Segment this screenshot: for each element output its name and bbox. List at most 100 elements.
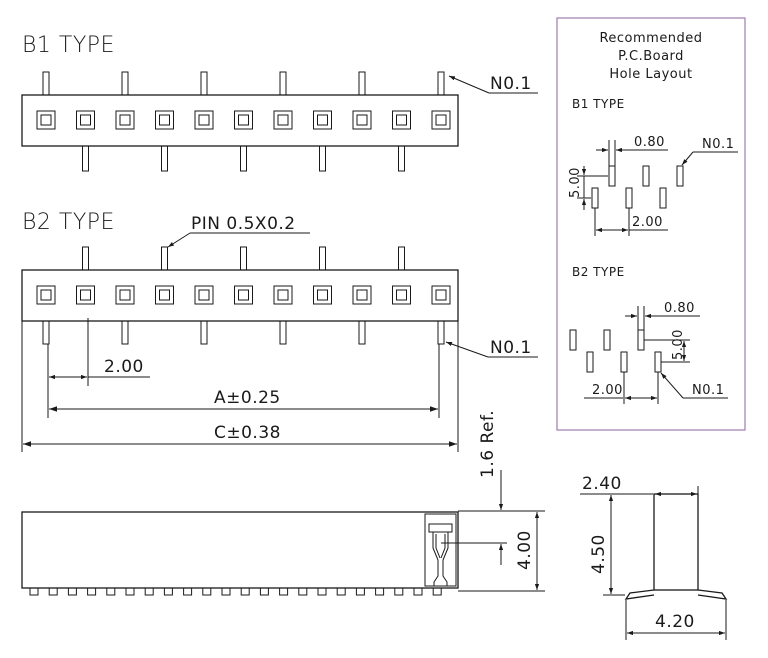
panel-b1-no1-label: N0.1: [702, 137, 734, 152]
panel-b2-2-00-label: 2.00: [592, 383, 623, 398]
b1-cell-outer: [155, 110, 174, 130]
dimension-4-50: 4.50: [589, 493, 653, 596]
side-view: [624, 493, 728, 600]
panel-b2-0-80-label: 0.80: [664, 301, 695, 316]
b1-top-pin: [358, 71, 366, 96]
front-foot: [432, 587, 442, 596]
dim-c-label: C±0.38: [214, 423, 281, 443]
panel-b1-type-label: B1 TYPE: [572, 97, 625, 111]
front-foot: [413, 587, 423, 596]
panel-b1-5-00-label: 5.00: [568, 167, 583, 198]
b2-pins-bottom: [42, 320, 445, 345]
front-foot: [240, 587, 250, 596]
b2-cell-outer: [36, 285, 56, 305]
b2-cell-outer: [392, 285, 411, 305]
b1-cell-outer: [194, 110, 214, 130]
front-foot: [221, 587, 231, 596]
panel-title-line1: Recommended: [599, 31, 702, 46]
dim-a-label: A±0.25: [214, 388, 281, 408]
panel-b2-5-00-label: 5.00: [671, 329, 686, 360]
b2-cell-inner: [80, 289, 91, 301]
front-foot: [202, 587, 212, 596]
b2-cell-inner: [40, 289, 52, 301]
front-foot: [298, 587, 308, 596]
b1-pins-top: [42, 71, 445, 96]
front-housing: [21, 511, 459, 589]
b1-bottom-pin: [161, 145, 168, 172]
b1-top-pin: [437, 71, 445, 96]
dimension-a: A±0.25: [49, 344, 440, 418]
hole-layout-panel: [556, 17, 746, 431]
panel-b1-2-00-label: 2.00: [632, 215, 663, 230]
panel-b1-0-80-label: 0.80: [634, 135, 665, 150]
b1-no1-label: N0.1: [490, 74, 532, 94]
b1-cell-inner: [317, 114, 328, 126]
b1-cell-outer: [115, 110, 135, 130]
b1-cell-outer: [431, 110, 451, 130]
b2-top-pin: [240, 246, 247, 271]
b1-bottom-pin: [398, 145, 405, 172]
panel-title-line2: P.C.Board: [618, 49, 684, 64]
b1-cell-inner: [277, 114, 289, 126]
b2-top-pin: [319, 246, 326, 271]
dimension-4-20: 4.20: [625, 600, 727, 640]
b1-type-label: B1 TYPE: [22, 33, 115, 58]
b2-top-pin: [82, 246, 89, 271]
b1-cell-inner: [80, 114, 91, 126]
dimension-c: C±0.38: [21, 321, 459, 452]
b2-top-view: [21, 246, 459, 345]
b2-bottom-pin: [200, 320, 208, 345]
dim-4-20-label: 4.20: [655, 612, 695, 632]
b2-cell-outer: [234, 285, 253, 305]
b2-cell-inner: [119, 289, 131, 301]
b2-top-pin: [398, 246, 405, 271]
b2-cell-outer: [273, 285, 293, 305]
b1-cell-outer: [352, 110, 372, 130]
pitch-dimension: 2.00: [47, 318, 150, 418]
dim-2-40-label: 2.40: [582, 474, 622, 494]
b1-cell-outer: [273, 110, 293, 130]
front-foot: [87, 587, 97, 596]
dimension-4-00: 4.00: [515, 512, 540, 590]
b2-cell-inner: [277, 289, 289, 301]
b1-cell-inner: [435, 114, 447, 126]
panel-b2-no1-label: N0.1: [692, 383, 724, 398]
contact-section: [424, 513, 457, 587]
b1-bottom-pin: [82, 145, 89, 172]
b1-top-pin: [42, 71, 50, 96]
b2-bottom-pin: [437, 320, 445, 345]
front-foot: [144, 587, 154, 596]
b1-cell-outer: [313, 110, 332, 130]
b1-cell-inner: [159, 114, 170, 126]
b1-cell-inner: [198, 114, 210, 126]
b1-cell-inner: [356, 114, 368, 126]
b2-cell-outer: [431, 285, 451, 305]
b1-cell-inner: [238, 114, 249, 126]
b2-top-pin: [161, 246, 168, 271]
b2-cell-inner: [159, 289, 170, 301]
front-foot: [183, 587, 193, 596]
b1-cell-outer: [76, 110, 95, 130]
front-foot: [125, 587, 135, 596]
front-foot: [163, 587, 173, 596]
front-foot: [67, 587, 77, 596]
b2-pins-top: [82, 246, 405, 271]
b1-cell-inner: [119, 114, 131, 126]
front-foot: [259, 587, 269, 596]
dimension-2-40: 2.40: [580, 474, 699, 497]
dim-1-6-ref-label: 1.6 Ref.: [478, 410, 498, 478]
b1-top-pin: [279, 71, 287, 96]
b1-top-pin: [121, 71, 129, 96]
b1-contact-cells: [36, 110, 451, 130]
front-foot: [336, 587, 346, 596]
b2-hole-layout: 0.80 5.00 2.00 N0.1: [569, 301, 728, 404]
b2-cell-outer: [313, 285, 332, 305]
dimension-1-6-ref: 1.6 Ref.: [441, 410, 545, 592]
front-view-feet: [29, 587, 442, 596]
front-view: [21, 511, 459, 596]
panel-b2-type-label: B2 TYPE: [572, 265, 625, 279]
front-foot: [48, 587, 58, 596]
side-housing: [653, 493, 699, 591]
b2-contact-cells: [36, 285, 451, 305]
